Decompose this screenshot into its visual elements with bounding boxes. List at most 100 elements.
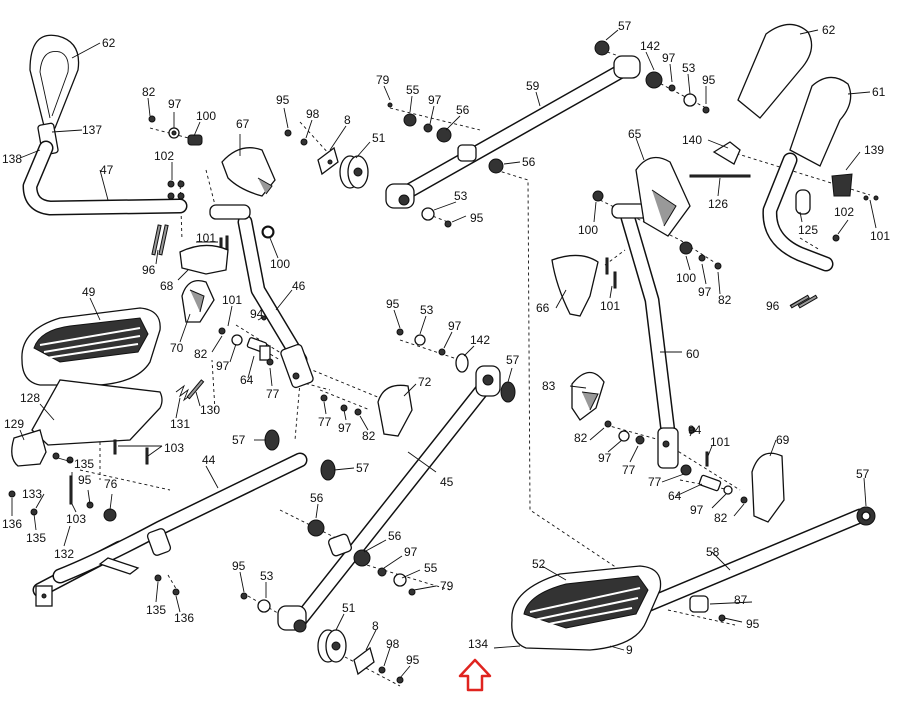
- callout: 77: [622, 463, 636, 477]
- callout: 98: [386, 637, 400, 651]
- callout: 57: [506, 353, 520, 367]
- callout: 55: [424, 561, 438, 575]
- callout: 100: [196, 109, 216, 123]
- right-upright-arm-60: [611, 203, 679, 469]
- callout: 82: [574, 431, 588, 445]
- callout: 130: [200, 403, 220, 417]
- shroud-68: [179, 244, 229, 275]
- callout: 77: [318, 415, 332, 429]
- callout: 59: [526, 79, 540, 93]
- callout: 95: [406, 653, 420, 667]
- callout: 67: [236, 117, 250, 131]
- callout: 77: [266, 387, 280, 401]
- spring-130-131: [175, 379, 205, 402]
- callout: 60: [686, 347, 700, 361]
- callout: 133: [22, 487, 42, 501]
- callout: 82: [194, 347, 208, 361]
- callout: 61: [872, 85, 886, 99]
- roller-51-bottom: [317, 629, 347, 663]
- callout: 101: [222, 293, 242, 307]
- callout: 57: [618, 19, 632, 33]
- callout: 101: [600, 299, 620, 313]
- callout: 79: [440, 579, 454, 593]
- callout: 98: [306, 107, 320, 121]
- callout: 58: [706, 545, 720, 559]
- left-mid-hardware: [218, 315, 274, 366]
- shroud-65: [635, 156, 691, 237]
- callout: 62: [102, 36, 116, 50]
- callout: 128: [20, 391, 40, 405]
- callout: 97: [690, 503, 704, 517]
- callout: 57: [232, 433, 246, 447]
- center-arm-45: [277, 365, 516, 633]
- callout: 129: [4, 417, 24, 431]
- callout: 135: [74, 457, 94, 471]
- callout: 57: [856, 467, 870, 481]
- callout: 94: [688, 423, 702, 437]
- callout: 97: [404, 545, 418, 559]
- shroud-66: [551, 254, 599, 317]
- callout: 64: [668, 489, 682, 503]
- callout: 101: [710, 435, 730, 449]
- callout: 97: [428, 93, 442, 107]
- shroud-69: [751, 452, 785, 523]
- bolts-103: [69, 439, 149, 505]
- callout: 95: [78, 473, 92, 487]
- callout: 139: [864, 143, 884, 157]
- callout: 136: [174, 611, 194, 625]
- callout: 68: [160, 279, 174, 293]
- callout: 56: [310, 491, 324, 505]
- callout: 83: [542, 379, 556, 393]
- callout: 131: [170, 417, 190, 431]
- callout: 103: [66, 512, 86, 526]
- callout: 97: [338, 421, 352, 435]
- callout: 44: [202, 453, 216, 467]
- shroud-72: [377, 384, 413, 437]
- callout: 125: [798, 223, 818, 237]
- center-hardware: [240, 328, 469, 613]
- callout: 142: [640, 39, 660, 53]
- left-upright-arm-46: [209, 204, 314, 389]
- callout: 82: [142, 85, 156, 99]
- callout: 97: [698, 285, 712, 299]
- callout: 77: [648, 475, 662, 489]
- small-hardware-top-center: [262, 129, 308, 238]
- callout: 132: [54, 547, 74, 561]
- callout: 51: [342, 601, 356, 615]
- left-handle-62: [29, 34, 80, 156]
- callout: 95: [470, 211, 484, 225]
- callout: 56: [522, 155, 536, 169]
- callout: 100: [578, 223, 598, 237]
- callout: 95: [746, 617, 760, 631]
- callout: 140: [682, 133, 702, 147]
- left-arm-tube-47: [22, 140, 188, 216]
- left-front-hardware: [8, 452, 180, 596]
- callout: 100: [270, 257, 290, 271]
- callout: 100: [676, 271, 696, 285]
- callout: 87: [734, 593, 748, 607]
- callout-labels: 62 137 138 47 82 97 100 102 96 101 67 95…: [2, 19, 890, 667]
- callout: 70: [170, 341, 184, 355]
- left-pedal-cap-129: [11, 429, 47, 467]
- callout: 82: [714, 511, 728, 525]
- callout: 49: [82, 285, 96, 299]
- callout: 95: [232, 559, 246, 573]
- callout: 138: [2, 152, 22, 166]
- callout: 96: [766, 299, 780, 313]
- callout: 53: [454, 189, 468, 203]
- top-center-hardware: [387, 84, 710, 228]
- callout: 72: [418, 375, 432, 389]
- callout: 53: [260, 569, 274, 583]
- callout: 101: [196, 231, 216, 245]
- bracket-8-top: [317, 146, 339, 176]
- callout: 101: [870, 229, 890, 243]
- callout: 47: [100, 163, 114, 177]
- small-hardware-left-top: [148, 115, 229, 256]
- callout: 94: [250, 307, 264, 321]
- callout: 142: [470, 333, 490, 347]
- callout: 82: [362, 429, 376, 443]
- callout: 136: [2, 517, 22, 531]
- callout: 95: [702, 73, 716, 87]
- callout: 9: [626, 643, 633, 657]
